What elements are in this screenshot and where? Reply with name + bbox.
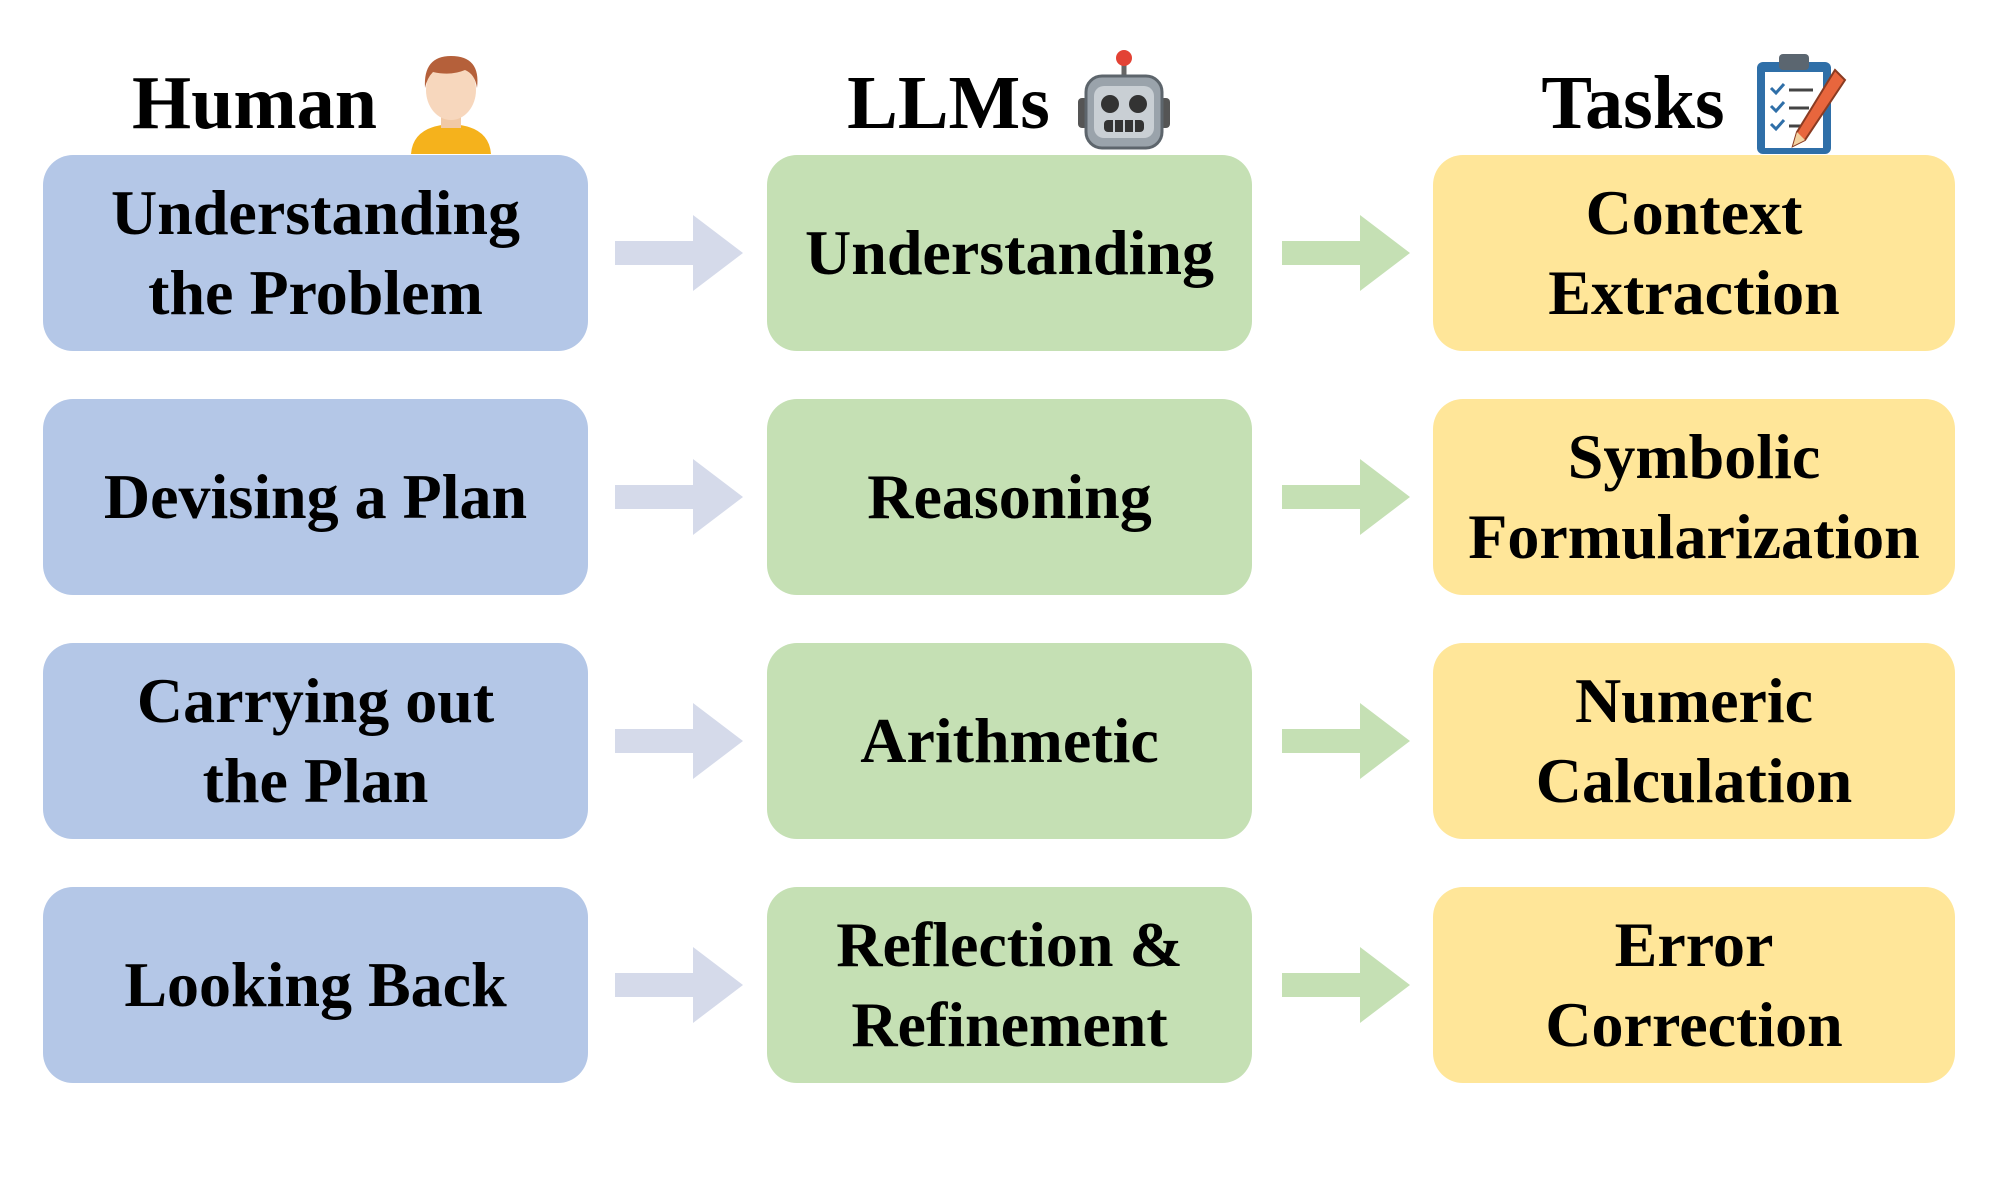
arrow-llm-to-task-1: [1282, 215, 1410, 291]
header-tasks: Tasks: [1433, 38, 1955, 168]
arrow-llm-to-task-3: [1282, 703, 1410, 779]
arrow-human-to-llm-2: [615, 459, 743, 535]
task-step-1: Context Extraction: [1433, 155, 1955, 351]
clipboard-icon: [1751, 48, 1847, 158]
task-step-2: Symbolic Formularization: [1433, 399, 1955, 595]
human-step-2: Devising a Plan: [43, 399, 588, 595]
human-step-4: Looking Back: [43, 887, 588, 1083]
task-step-3: Numeric Calculation: [1433, 643, 1955, 839]
arrow-human-to-llm-1: [615, 215, 743, 291]
arrow-llm-to-task-2: [1282, 459, 1410, 535]
human-step-3: Carrying out the Plan: [43, 643, 588, 839]
task-step-4: Error Correction: [1433, 887, 1955, 1083]
llm-step-4: Reflection & Refinement: [767, 887, 1252, 1083]
arrow-llm-to-task-4: [1282, 947, 1410, 1023]
header-human: Human: [43, 38, 588, 168]
header-llms-label: LLMs: [847, 60, 1050, 145]
header-tasks-label: Tasks: [1541, 60, 1725, 145]
header-llms: LLMs: [767, 38, 1252, 168]
person-icon: [403, 48, 499, 158]
llm-step-3: Arithmetic: [767, 643, 1252, 839]
arrow-human-to-llm-3: [615, 703, 743, 779]
llm-step-2: Reasoning: [767, 399, 1252, 595]
header-human-label: Human: [132, 60, 377, 145]
arrow-human-to-llm-4: [615, 947, 743, 1023]
human-step-1: Understanding the Problem: [43, 155, 588, 351]
llm-step-1: Understanding: [767, 155, 1252, 351]
robot-icon: [1076, 48, 1172, 158]
